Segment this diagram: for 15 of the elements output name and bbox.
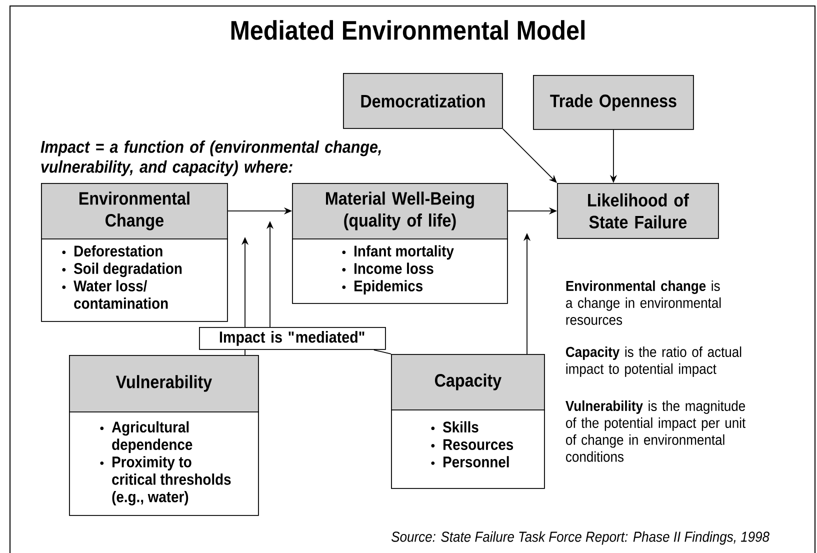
- arrow: [502, 128, 557, 183]
- process-box: Material Well-Being (quality of life) Infant mortality Income loss Epidemics: [292, 183, 508, 304]
- process-box: Environmental Change Deforestation Soil degradation Water loss/ contamination: [40, 183, 228, 322]
- definition-text: Capacity is the ratio of actual impact to potential impact: [566, 346, 742, 377]
- callout-box: Impact is "mediated": [199, 327, 386, 350]
- process-box: Capacity Skills Resources Personnel: [390, 354, 546, 489]
- title: Mediated Environmental Model: [231, 20, 584, 40]
- source-note: Source: State Failure Task Force Report: Phase II Findings, 1998: [392, 531, 770, 545]
- process-box: Trade Openness: [533, 75, 694, 130]
- definition-text: Environmental change is a change in environmental resources: [566, 280, 721, 325]
- process-box: Vulnerability Agricultural dependence Proximity to critical thresholds (e.g., water): [68, 355, 260, 516]
- process-box: Democratization: [343, 73, 503, 129]
- caption-text: Impact = a function of (environmental change, vulnerability, and capacity) where:: [40, 140, 381, 176]
- process-box: Likelihood of State Failure: [557, 183, 719, 239]
- definition-text: Vulnerability is the magnitude of the potential impact per unit of change in environmental conditions: [566, 400, 746, 462]
